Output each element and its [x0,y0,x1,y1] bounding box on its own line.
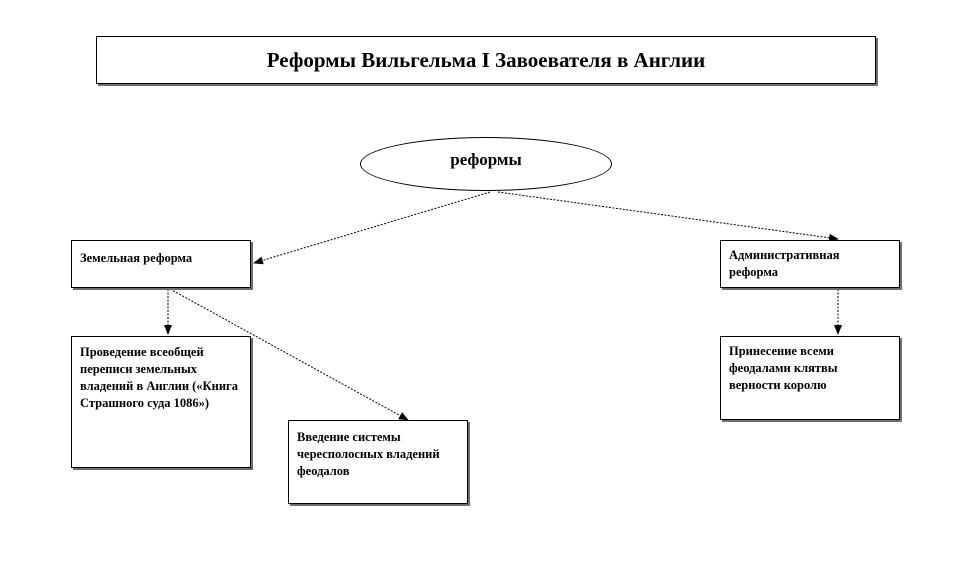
oath-label: Принесение всеми феодалами клятвы вернос… [729,344,838,392]
oath-node: Принесение всеми феодалами клятвы вернос… [720,336,900,420]
title-box: Реформы Вильгельма I Завоевателя в Англи… [96,36,876,84]
admin-reform-label: Административная реформа [729,248,840,279]
land-reform-label: Земельная реформа [80,251,193,265]
census-label: Проведение всеобщей переписи земельных в… [80,345,238,410]
page-title: Реформы Вильгельма I Завоевателя в Англи… [266,47,706,72]
strip-system-node: Введение системы чересполосных владений … [288,420,468,504]
census-node: Проведение всеобщей переписи земельных в… [71,336,251,468]
arrow-root-to-land-reform [253,191,491,265]
land-reform-node: Земельная реформа [71,240,251,288]
arrow-root-to-admin-reform [497,191,839,242]
root-node: реформы [360,137,612,191]
root-node-label: реформы [450,150,522,169]
strip-system-label: Введение системы чересполосных владений … [297,430,440,478]
admin-reform-node: Административная реформа [720,240,900,288]
